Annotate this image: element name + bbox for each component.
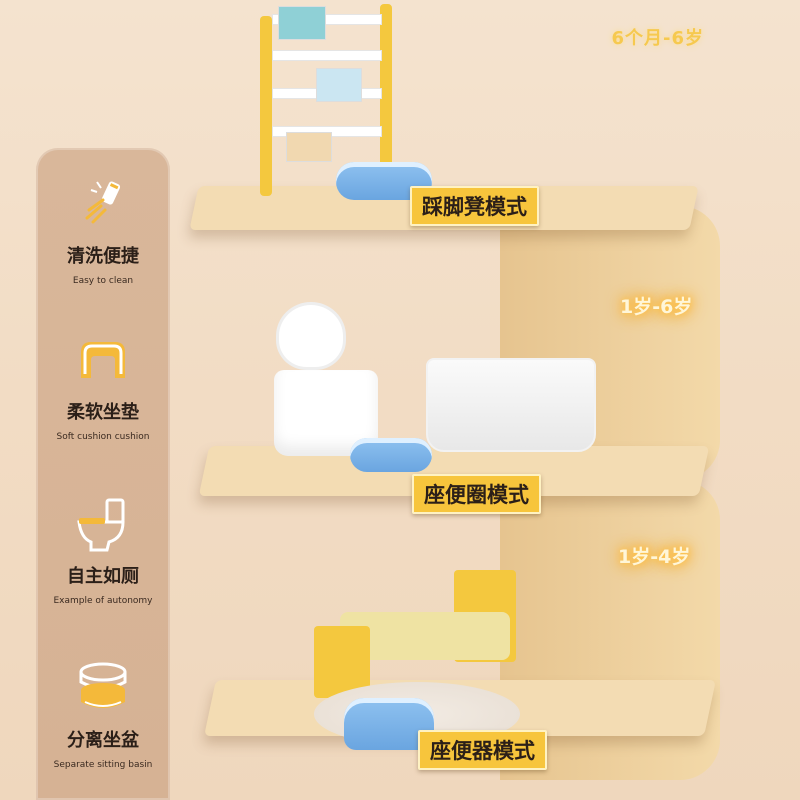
feature-subtitle: Example of autonomy (53, 596, 153, 606)
feature-soft-cushion: 柔软坐垫 Soft cushion cushion (36, 330, 170, 442)
cushion-icon (73, 330, 133, 390)
feature-subtitle: Easy to clean (72, 276, 134, 286)
step-stool (350, 438, 432, 472)
feature-easy-clean: 清洗便捷 Easy to clean (36, 174, 170, 286)
feature-panel: 清洗便捷 Easy to clean 柔软坐垫 Soft cushion cus… (36, 148, 170, 800)
age-label-middle: 1岁-6岁 (620, 296, 693, 318)
washing-basin (426, 358, 596, 452)
feature-subtitle: Soft cushion cushion (56, 432, 150, 442)
mode-label-seat-ring: 座便圈模式 (412, 474, 541, 514)
feature-title: 清洗便捷 (67, 246, 139, 267)
age-label-bottom: 1岁-4岁 (618, 546, 691, 568)
shower-spray-icon (73, 174, 133, 234)
toilet-icon (73, 494, 133, 554)
feature-subtitle: Separate sitting basin (53, 760, 153, 770)
picture-book-rack (260, 4, 396, 196)
feature-separate-basin: 分离坐盆 Separate sitting basin (36, 658, 170, 770)
toy-bed-footboard (314, 626, 370, 698)
feature-title: 柔软坐垫 (67, 402, 139, 423)
display-shelf: 1岁-6岁 1岁-4岁 踩脚凳模式 座便圈模式 座便器模式 (189, 4, 750, 800)
feature-title: 自主如厕 (67, 566, 139, 587)
stacked-basin-icon (73, 658, 133, 718)
feature-autonomy: 自主如厕 Example of autonomy (36, 494, 170, 606)
mode-label-step-stool: 踩脚凳模式 (410, 186, 539, 226)
feature-title: 分离坐盆 (67, 730, 139, 751)
mode-label-potty: 座便器模式 (418, 730, 547, 770)
potty-lid (276, 302, 346, 370)
age-range-top: 6个月-6岁 (611, 28, 704, 49)
